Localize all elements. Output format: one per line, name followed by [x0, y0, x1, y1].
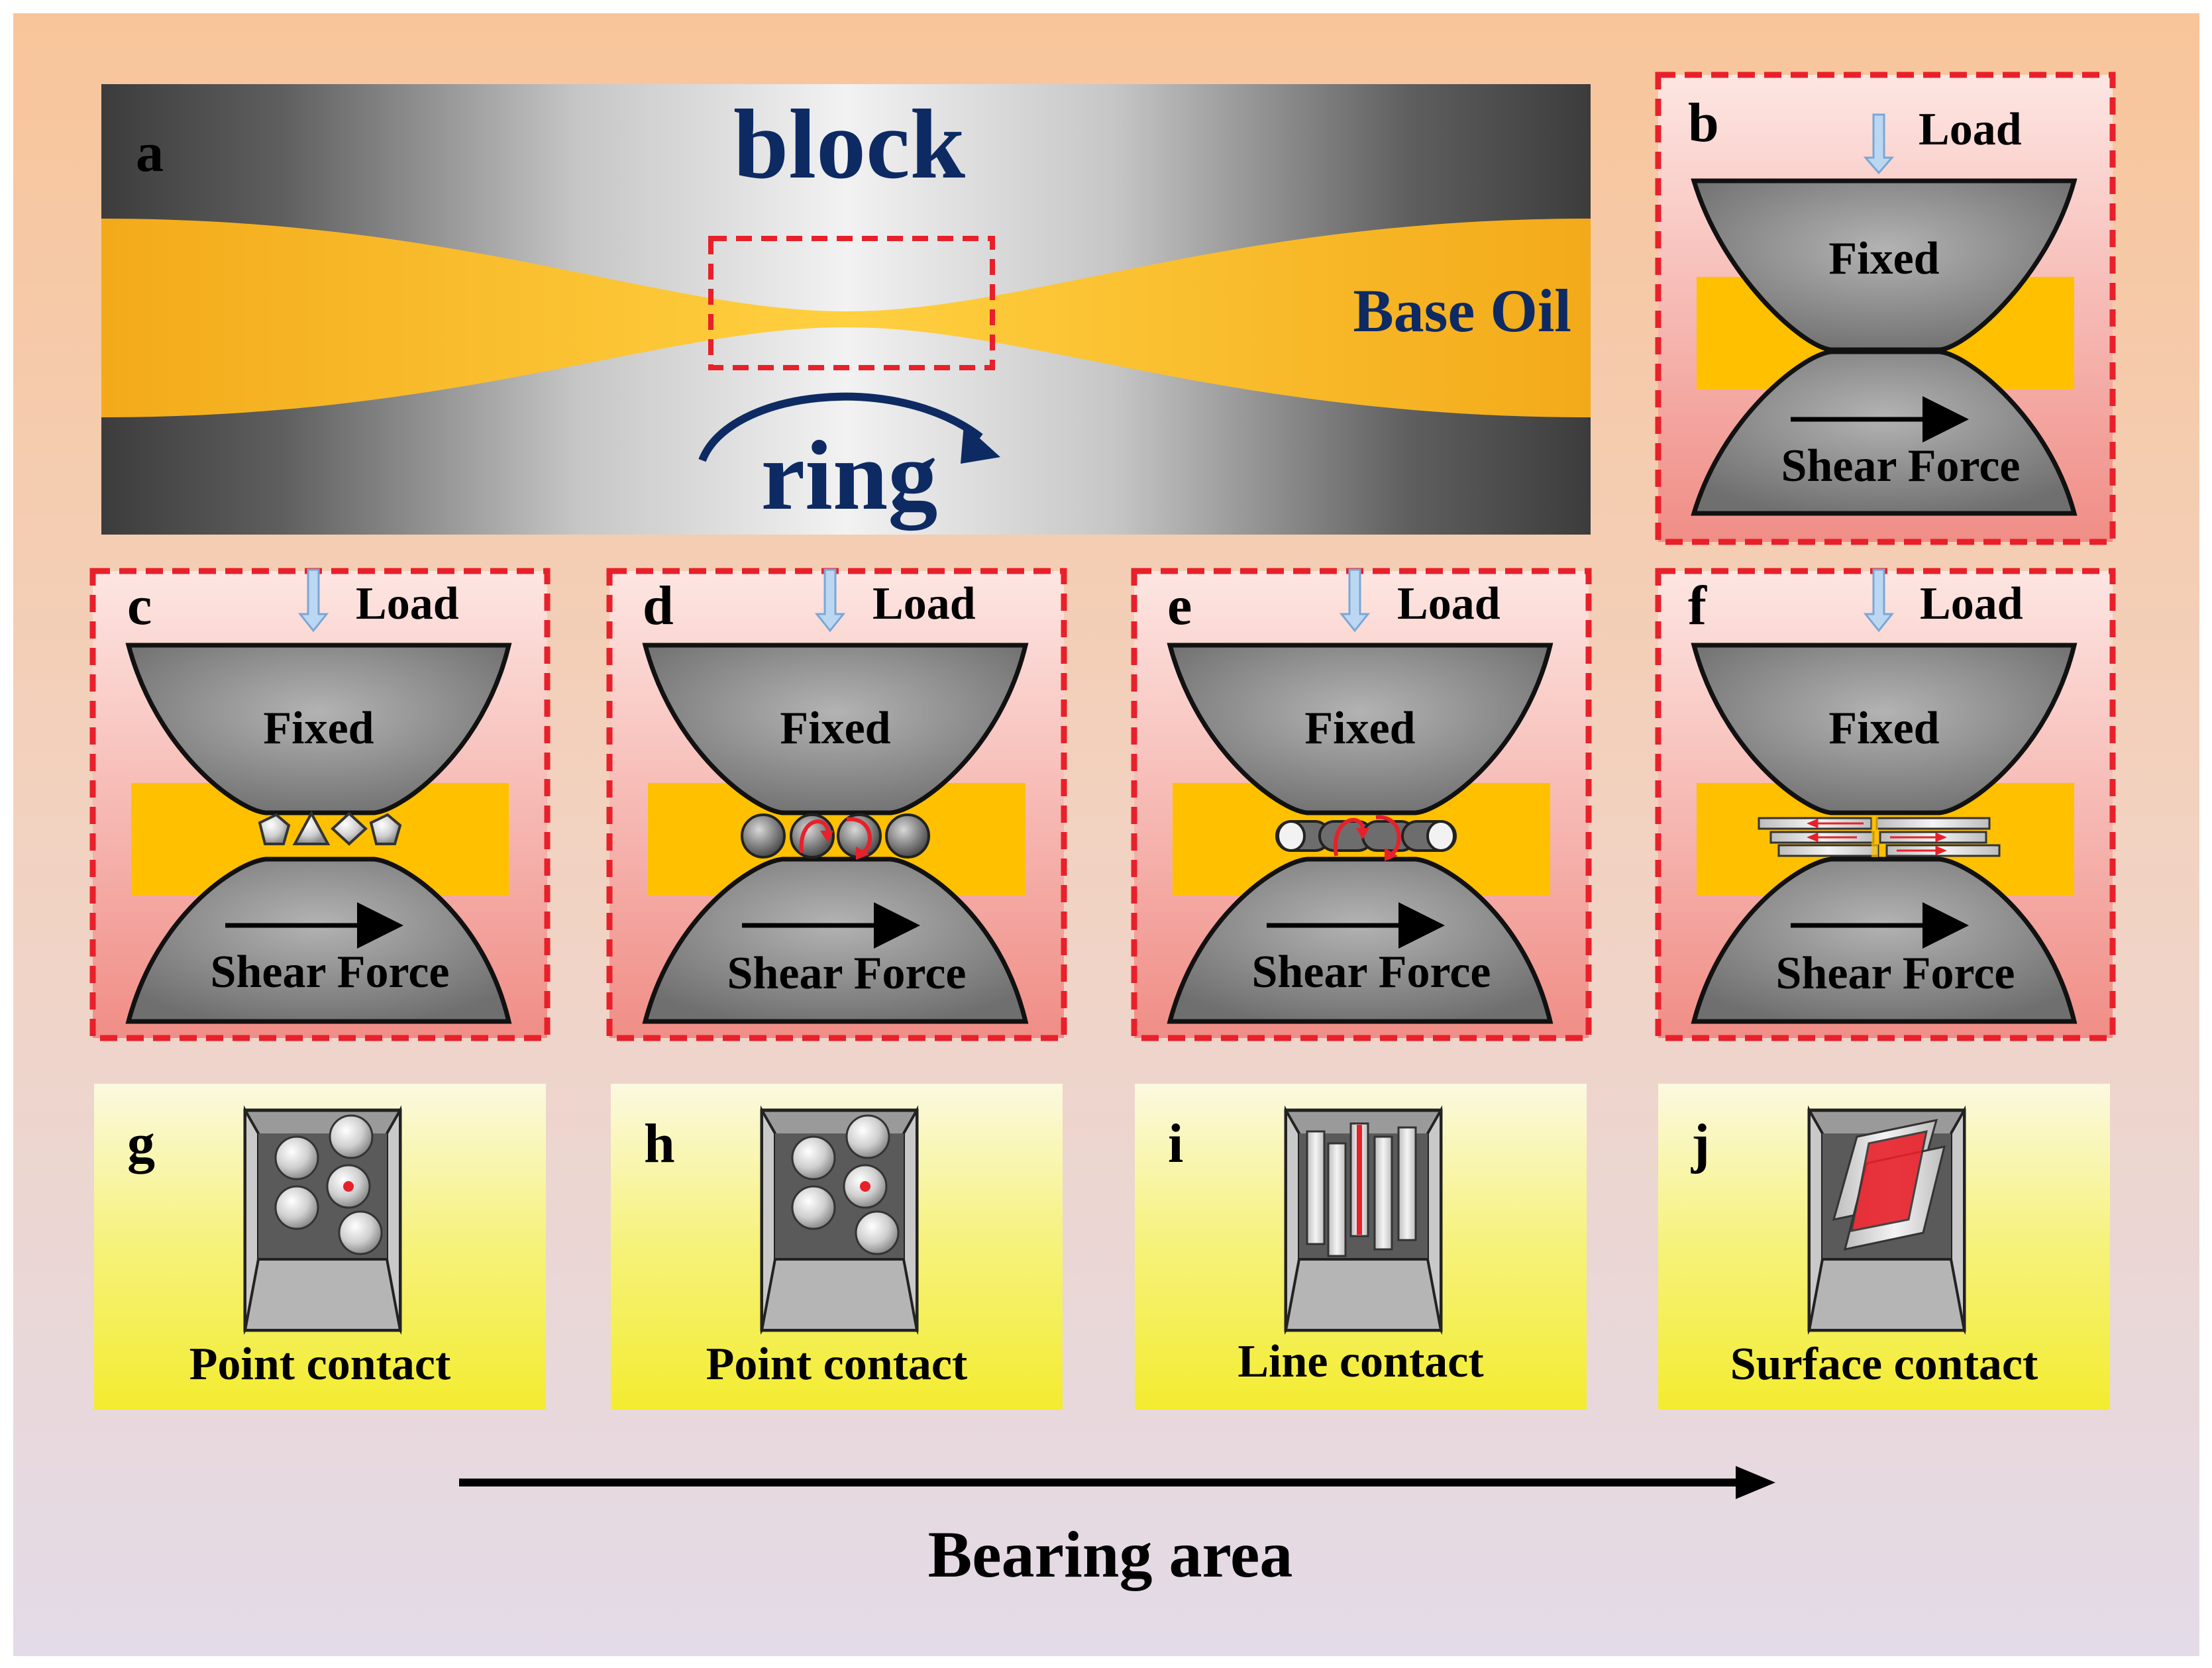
panel-letter: i: [1168, 1113, 1183, 1174]
panel-i: i Line contact: [1135, 1084, 1587, 1410]
fixed-block: [125, 643, 512, 815]
shear-label: Shear Force: [1776, 948, 2015, 999]
moving-block: [1691, 349, 2078, 516]
shear-label: Shear Force: [211, 947, 450, 998]
load-label: Load: [1919, 104, 2022, 155]
contact-caption: Line contact: [1238, 1336, 1483, 1387]
base-oil-layer: [101, 219, 1591, 417]
panel-h: h Point contact: [611, 1084, 1063, 1410]
moving-block: [1167, 857, 1554, 1024]
sphere-array: [791, 1114, 900, 1255]
block-label: block: [733, 89, 966, 199]
contact-caption: Surface contact: [1730, 1339, 2038, 1390]
contact-point: [343, 1181, 354, 1192]
panel-c: c Load Fixed Shear Force: [89, 568, 551, 1041]
shear-label: Shear Force: [1781, 441, 2021, 492]
fixed-label: Fixed: [263, 703, 374, 754]
fixed-label: Fixed: [1828, 703, 1939, 754]
panel-d: d Load Fixed Shear Force: [606, 568, 1067, 1041]
contact-caption: Point contact: [189, 1339, 451, 1390]
load-arrow: [297, 568, 329, 633]
rod-particles: [1275, 820, 1457, 852]
fixed-block: [1167, 643, 1554, 815]
load-arrow: [1339, 568, 1371, 633]
ring-label: ring: [761, 421, 938, 531]
fixed-label: Fixed: [1828, 233, 1939, 284]
bearing-area-label: Bearing area: [928, 1518, 1293, 1591]
rolling-arrow: [799, 819, 830, 853]
fixed-label: Fixed: [780, 703, 890, 754]
panel-letter: a: [136, 122, 164, 183]
panel-letter: c: [127, 575, 152, 637]
panel-b: b Load Fixed Shear Force: [1655, 72, 2116, 545]
panel-letter: f: [1688, 575, 1707, 637]
sheet-particles: [1758, 817, 2001, 857]
panel-f: f Load Fixed Shear Force: [1655, 568, 2116, 1041]
fixed-block: [642, 643, 1029, 815]
load-arrow: [1863, 568, 1895, 633]
load-label: Load: [1920, 578, 2023, 629]
panel-j: j Surface contact: [1658, 1084, 2110, 1410]
panel-a: a block Base Oil ring: [101, 84, 1591, 535]
load-arrow: [814, 568, 846, 633]
load-label: Load: [356, 578, 459, 629]
contact-point: [860, 1181, 870, 1192]
moving-block: [125, 857, 512, 1024]
panel-letter: e: [1167, 575, 1192, 637]
rolling-arrow: [846, 817, 872, 855]
fixed-block: [1691, 643, 2078, 815]
shear-label: Shear Force: [1252, 947, 1491, 998]
contact-zone-highlight: [708, 236, 995, 370]
rotation-arrow: [698, 392, 983, 462]
panel-letter: j: [1691, 1113, 1710, 1174]
panel-letter: g: [127, 1113, 155, 1174]
polyhedral-particles: [258, 810, 402, 846]
load-label: Load: [872, 578, 976, 629]
shear-label: Shear Force: [727, 948, 967, 999]
fixed-label: Fixed: [1304, 703, 1415, 754]
rolling-arrow: [1333, 817, 1365, 857]
moving-block: [1691, 857, 2078, 1024]
base-oil-label: Base Oil: [1353, 277, 1571, 344]
panel-letter: d: [643, 575, 674, 637]
contact-caption: Point contact: [706, 1339, 968, 1390]
sheet-stack: [1832, 1119, 1946, 1251]
panel-e: e Load Fixed Shear Force: [1131, 568, 1592, 1041]
load-arrow: [1863, 113, 1895, 175]
panel-letter: b: [1688, 92, 1719, 154]
rolling-arrow: [1375, 815, 1401, 857]
moving-block: [642, 857, 1029, 1024]
slip-arrows: [1807, 818, 1947, 856]
bearing-area-axis: Bearing area: [459, 1466, 1775, 1591]
load-label: Load: [1397, 578, 1501, 629]
panel-letter: h: [644, 1113, 675, 1174]
panel-g: g Point contact: [94, 1084, 546, 1410]
